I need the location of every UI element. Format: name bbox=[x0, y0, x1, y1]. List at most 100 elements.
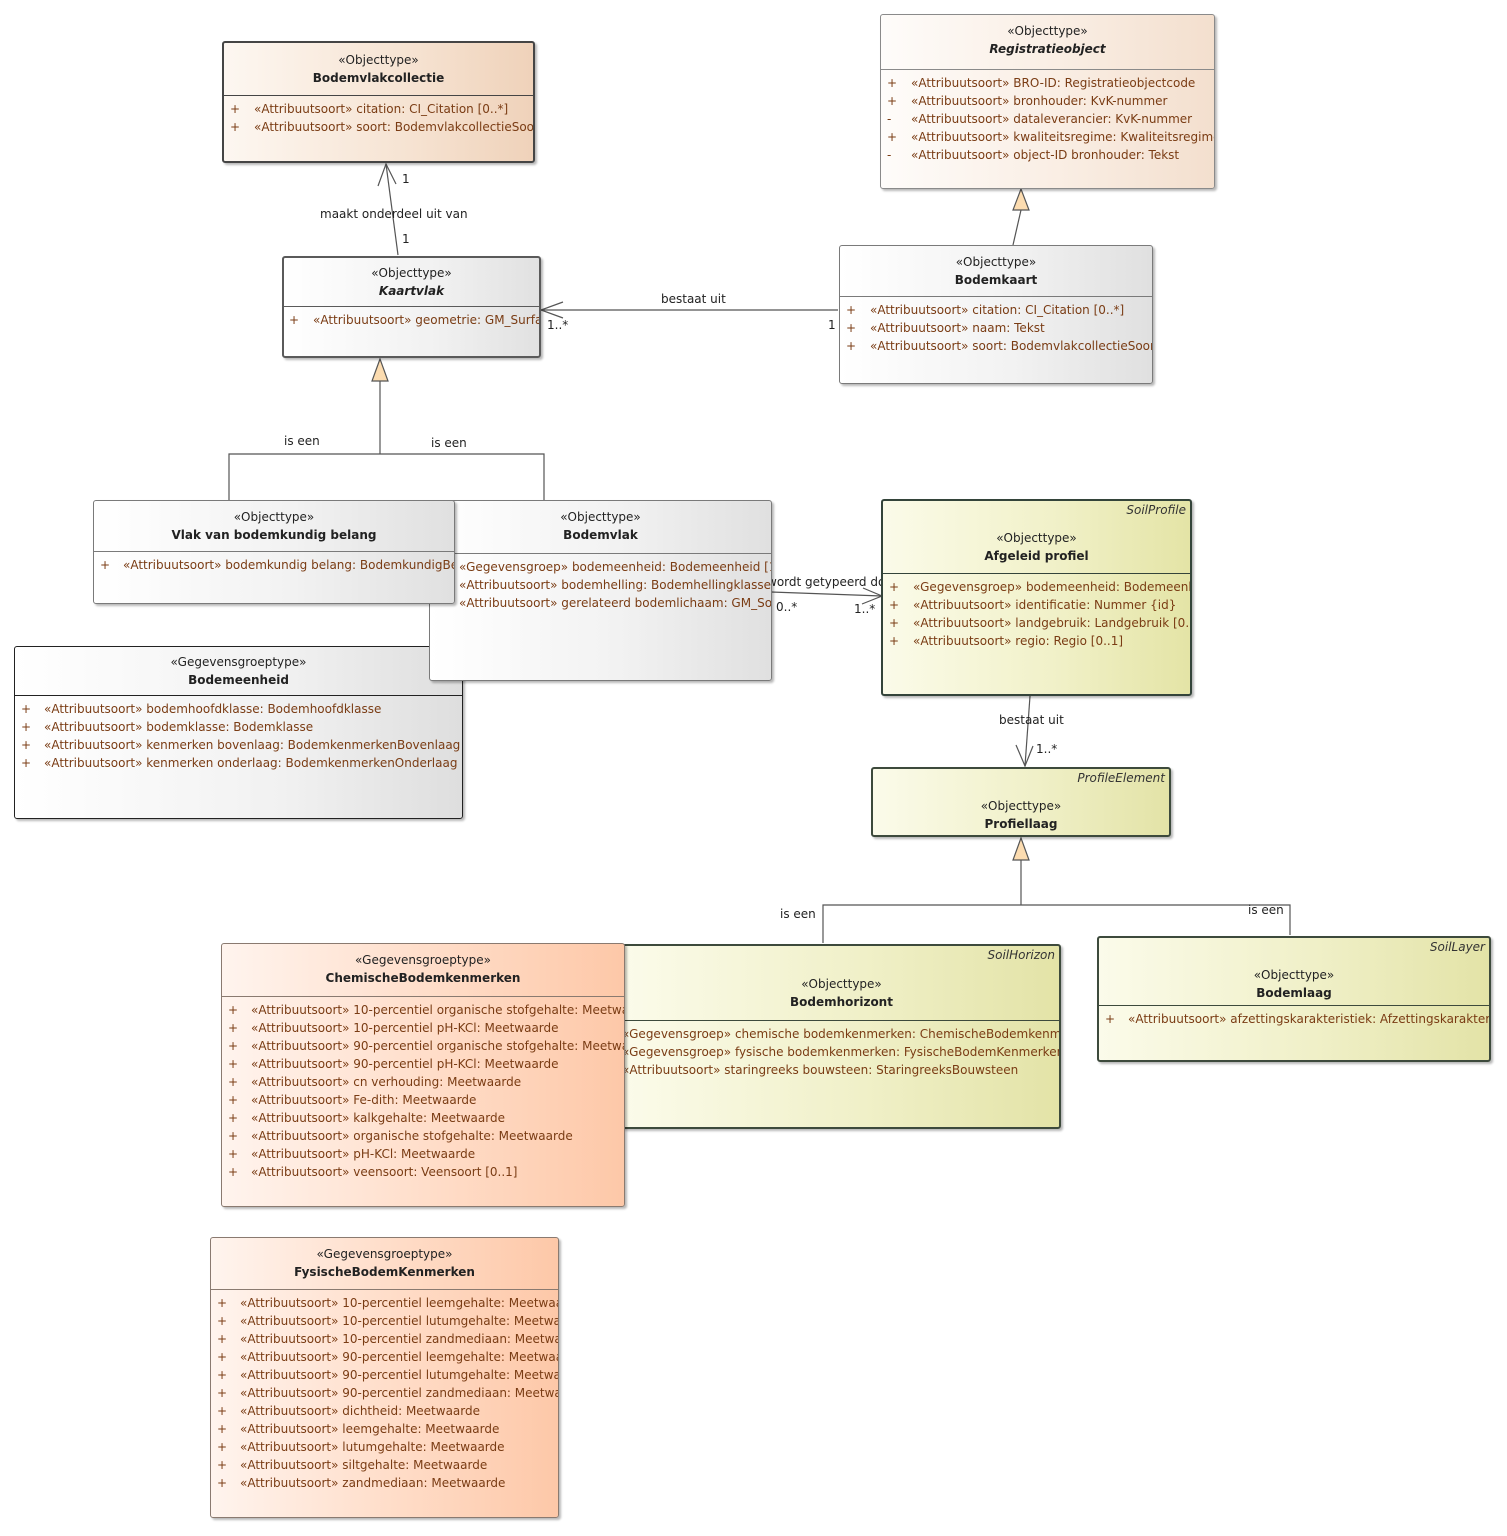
attribute-text: «Attribuutsoort» 10-percentiel pH-KCl: M… bbox=[251, 1021, 559, 1035]
class-registratieobject[interactable]: «Objecttype» Registratieobject +«Attribu… bbox=[880, 14, 1215, 189]
class-header: «Objecttype» Bodemkaart bbox=[840, 246, 1152, 289]
attribute-row[interactable]: +«Attribuutsoort» BRO-ID: Registratieobj… bbox=[881, 74, 1214, 92]
attribute-row[interactable]: +«Attribuutsoort» kwaliteitsregime: Kwal… bbox=[881, 128, 1214, 146]
attribute-row[interactable]: +«Attribuutsoort» citation: CI_Citation … bbox=[224, 100, 533, 118]
visibility-marker: + bbox=[289, 313, 300, 327]
attribute-text: «Attribuutsoort» cn verhouding: Meetwaar… bbox=[251, 1075, 522, 1089]
attribute-row[interactable]: +«Attribuutsoort» Fe-dith: Meetwaarde bbox=[222, 1091, 624, 1109]
class-name: Bodemhorizont bbox=[790, 995, 893, 1009]
class-stereotype: «Objecttype» bbox=[233, 510, 315, 524]
class-bodemlaag[interactable]: SoilLayer «Objecttype» Bodemlaag +«Attri… bbox=[1097, 936, 1491, 1062]
class-stereotype: «Objecttype» bbox=[980, 799, 1062, 813]
attribute-row[interactable]: +«Attribuutsoort» 90-percentiel zandmedi… bbox=[211, 1384, 558, 1402]
attribute-row[interactable]: +«Attribuutsoort» 90-percentiel lutumgeh… bbox=[211, 1366, 558, 1384]
arrowhead-open bbox=[539, 301, 564, 319]
attribute-row[interactable]: +«Attribuutsoort» lutumgehalte: Meetwaar… bbox=[211, 1438, 558, 1456]
attribute-row[interactable]: +«Attribuutsoort» 10-percentiel zandmedi… bbox=[211, 1330, 558, 1348]
attribute-row[interactable]: +«Attribuutsoort» 10-percentiel organisc… bbox=[222, 1001, 624, 1019]
attribute-text: «Attribuutsoort» leemgehalte: Meetwaarde bbox=[240, 1422, 500, 1436]
attribute-row[interactable]: +«Attribuutsoort» kenmerken onderlaag: B… bbox=[15, 754, 462, 772]
attribute-text: «Attribuutsoort» pH-KCl: Meetwaarde bbox=[251, 1147, 476, 1161]
attribute-list: +«Attribuutsoort» bodemkundig belang: Bo… bbox=[94, 556, 454, 574]
attribute-text: «Attribuutsoort» soort: Bodemvlakcollect… bbox=[254, 120, 535, 134]
class-kaartvlak[interactable]: «Objecttype» Kaartvlak +«Attribuutsoort»… bbox=[282, 256, 541, 358]
attribute-row[interactable]: +«Attribuutsoort» soort: Bodemvlakcollec… bbox=[840, 337, 1152, 355]
attribute-row[interactable]: +«Attribuutsoort» zandmediaan: Meetwaard… bbox=[211, 1474, 558, 1492]
attribute-row[interactable]: «Attribuutsoort» bodemhelling: Bodemhell… bbox=[430, 576, 771, 594]
edge-label-bestaat-uit-profiel: bestaat uit bbox=[999, 713, 1064, 727]
class-header: «Objecttype» Afgeleid profiel bbox=[883, 501, 1190, 565]
multiplicity-label: 1..* bbox=[547, 318, 569, 332]
class-header: «Gegevensgroeptype» ChemischeBodemkenmer… bbox=[222, 944, 624, 987]
attribute-row[interactable]: -«Attribuutsoort» object-ID bronhouder: … bbox=[881, 146, 1214, 164]
attribute-text: «Attribuutsoort» Fe-dith: Meetwaarde bbox=[251, 1093, 477, 1107]
attribute-row[interactable]: «Gegevensgroep» chemische bodemkenmerken… bbox=[624, 1025, 1059, 1043]
attribute-row[interactable]: +«Attribuutsoort» bodemhoofdklasse: Bode… bbox=[15, 700, 462, 718]
visibility-marker: + bbox=[217, 1332, 228, 1346]
attribute-row[interactable]: +«Attribuutsoort» siltgehalte: Meetwaard… bbox=[211, 1456, 558, 1474]
attribute-row[interactable]: «Attribuutsoort» gerelateerd bodemlichaa… bbox=[430, 594, 771, 612]
attribute-row[interactable]: +«Attribuutsoort» naam: Tekst bbox=[840, 319, 1152, 337]
attribute-row[interactable]: +«Attribuutsoort» landgebruik: Landgebru… bbox=[883, 614, 1190, 632]
association-line-wordt-getypeerd bbox=[770, 591, 883, 597]
attribute-row[interactable]: «Gegevensgroep» fysische bodemkenmerken:… bbox=[624, 1043, 1059, 1061]
class-stereotype: «Gegevensgroeptype» bbox=[355, 953, 491, 967]
attribute-row[interactable]: +«Attribuutsoort» bodemklasse: Bodemklas… bbox=[15, 718, 462, 736]
attribute-row[interactable]: +«Attribuutsoort» 10-percentiel pH-KCl: … bbox=[222, 1019, 624, 1037]
attribute-row[interactable]: +«Attribuutsoort» organische stofgehalte… bbox=[222, 1127, 624, 1145]
arrowhead-open bbox=[1015, 744, 1034, 768]
class-bodemvlakcollectie[interactable]: «Objecttype» Bodemvlakcollectie +«Attrib… bbox=[222, 41, 535, 163]
attribute-row[interactable]: +«Attribuutsoort» kenmerken bovenlaag: B… bbox=[15, 736, 462, 754]
attribute-text: «Attribuutsoort» regio: Regio [0..1] bbox=[913, 634, 1124, 648]
class-afgeleid-profiel[interactable]: SoilProfile «Objecttype» Afgeleid profie… bbox=[881, 499, 1192, 696]
attribute-row[interactable]: -«Attribuutsoort» dataleverancier: KvK-n… bbox=[881, 110, 1214, 128]
attribute-text: «Attribuutsoort» kenmerken onderlaag: Bo… bbox=[44, 756, 463, 770]
visibility-marker: + bbox=[889, 634, 900, 648]
attribute-row[interactable]: +«Attribuutsoort» 90-percentiel pH-KCl: … bbox=[222, 1055, 624, 1073]
attribute-row[interactable]: +«Attribuutsoort» bronhouder: KvK-nummer bbox=[881, 92, 1214, 110]
class-vlak-van-bodemkundig-belang[interactable]: «Objecttype» Vlak van bodemkundig belang… bbox=[93, 500, 455, 604]
class-name: Kaartvlak bbox=[378, 284, 445, 298]
class-bodemhorizont[interactable]: SoilHorizon «Objecttype» Bodemhorizont «… bbox=[622, 944, 1061, 1129]
compartment-divider bbox=[883, 573, 1190, 574]
attribute-row[interactable]: +«Attribuutsoort» 10-percentiel leemgeha… bbox=[211, 1294, 558, 1312]
class-fysische-bodemkenmerken[interactable]: «Gegevensgroeptype» FysischeBodemKenmerk… bbox=[210, 1237, 559, 1518]
attribute-row[interactable]: +«Attribuutsoort» 10-percentiel lutumgeh… bbox=[211, 1312, 558, 1330]
attribute-row[interactable]: + «Attribuutsoort» regio: Regio [0..1] bbox=[883, 632, 1190, 650]
class-header: «Objecttype» Kaartvlak bbox=[284, 258, 539, 300]
class-name: Profiellaag bbox=[984, 817, 1058, 831]
class-bodemvlak[interactable]: «Objecttype» Bodemvlak «Gegevensgroep» b… bbox=[429, 500, 772, 681]
class-chemische-bodemkenmerken[interactable]: «Gegevensgroeptype» ChemischeBodemkenmer… bbox=[221, 943, 625, 1207]
attribute-row[interactable]: +«Attribuutsoort» cn verhouding: Meetwaa… bbox=[222, 1073, 624, 1091]
attribute-row[interactable]: +«Attribuutsoort» identificatie: Nummer … bbox=[883, 596, 1190, 614]
attribute-row[interactable]: +«Attribuutsoort» 90-percentiel organisc… bbox=[222, 1037, 624, 1055]
attribute-row[interactable]: «Gegevensgroep» bodemeenheid: Bodemeenhe… bbox=[430, 558, 771, 576]
attribute-text: «Attribuutsoort» 90-percentiel organisch… bbox=[251, 1039, 625, 1053]
edge-label-bestaat-uit-kaart: bestaat uit bbox=[661, 292, 726, 306]
compartment-divider bbox=[881, 69, 1214, 70]
attribute-row[interactable]: +«Attribuutsoort» leemgehalte: Meetwaard… bbox=[211, 1420, 558, 1438]
attribute-row[interactable]: +«Attribuutsoort» bodemkundig belang: Bo… bbox=[94, 556, 454, 574]
attribute-row[interactable]: +«Attribuutsoort» soort: Bodemvlakcollec… bbox=[224, 118, 533, 136]
attribute-row[interactable]: +«Attribuutsoort» veensoort: Veensoort [… bbox=[222, 1163, 624, 1181]
attribute-text: «Attribuutsoort» 10-percentiel lutumgeha… bbox=[240, 1314, 559, 1328]
attribute-row[interactable]: +«Attribuutsoort» pH-KCl: Meetwaarde bbox=[222, 1145, 624, 1163]
attribute-text: «Attribuutsoort» bodemkundig belang: Bod… bbox=[123, 558, 455, 572]
class-profiellaag[interactable]: ProfileElement «Objecttype» Profiellaag bbox=[871, 767, 1171, 837]
attribute-row[interactable]: +«Attribuutsoort» dichtheid: Meetwaarde bbox=[211, 1402, 558, 1420]
attribute-row[interactable]: +«Gegevensgroep» bodemeenheid: Bodemeenh… bbox=[883, 578, 1190, 596]
class-bodemeenheid[interactable]: «Gegevensgroeptype» Bodemeenheid +«Attri… bbox=[14, 646, 463, 819]
class-name: Bodemlaag bbox=[1256, 986, 1332, 1000]
attribute-row[interactable]: +«Attribuutsoort» citation: CI_Citation … bbox=[840, 301, 1152, 319]
attribute-text: «Attribuutsoort» veensoort: Veensoort [0… bbox=[251, 1165, 518, 1179]
attribute-row[interactable]: +«Attribuutsoort» afzettingskarakteristi… bbox=[1099, 1010, 1489, 1028]
edge-label-maakt-onderdeel: maakt onderdeel uit van bbox=[320, 207, 468, 221]
attribute-row[interactable]: +«Attribuutsoort» kalkgehalte: Meetwaard… bbox=[222, 1109, 624, 1127]
class-bodemkaart[interactable]: «Objecttype» Bodemkaart +«Attribuutsoort… bbox=[839, 245, 1153, 384]
attribute-text: «Attribuutsoort» bronhouder: KvK-nummer bbox=[911, 94, 1168, 108]
attribute-row[interactable]: «Attribuutsoort» staringreeks bouwsteen:… bbox=[624, 1061, 1059, 1079]
attribute-row[interactable]: +«Attribuutsoort» geometrie: GM_Surface bbox=[284, 311, 539, 329]
multiplicity-label: 1..* bbox=[854, 602, 876, 616]
attribute-row[interactable]: +«Attribuutsoort» 90-percentiel leemgeha… bbox=[211, 1348, 558, 1366]
attribute-text: «Attribuutsoort» 90-percentiel pH-KCl: M… bbox=[251, 1057, 559, 1071]
